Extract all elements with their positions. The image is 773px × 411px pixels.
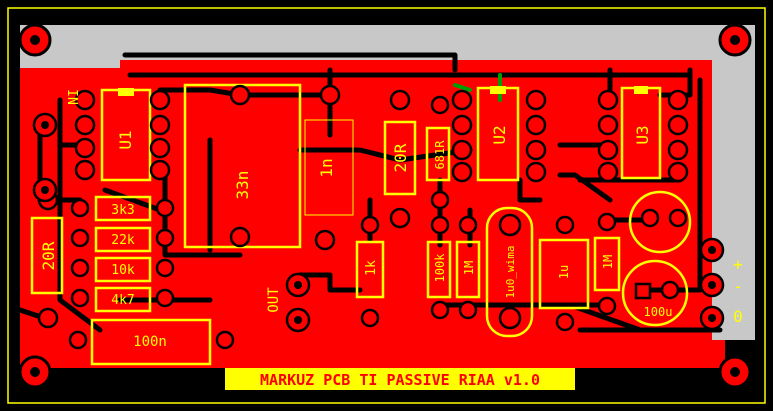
capacitor-1u0-wima: 1u0_wima (485, 206, 534, 338)
u3-label: U3 (633, 125, 652, 144)
r10k-label: 10k (111, 263, 135, 278)
mount-hole-br (718, 355, 752, 389)
c100u-label: 100u (644, 305, 673, 319)
r4k7-label: 4k7 (111, 293, 134, 308)
resistor-3k3: 3k3 (70, 195, 175, 222)
resistor-22k: 22k (70, 226, 175, 253)
r20r-left-label: 20R (39, 241, 58, 270)
resistor-1k: 1k (355, 215, 385, 328)
zero-label: 0 (733, 307, 743, 326)
capacitor-33n: 33n (183, 83, 302, 249)
input-pads: IN (32, 89, 79, 203)
resistor-10k: 10k (70, 256, 175, 283)
c1u-wima-label: 1u0_wima (504, 246, 517, 299)
capacitor-100n: 100n (68, 318, 235, 366)
power-pads: + - 0 (699, 237, 743, 331)
in-label: IN (64, 89, 79, 105)
r681r-label: 681R (433, 140, 447, 170)
mount-hole-bl (18, 355, 52, 389)
capacitor-upper-electrolytic (628, 190, 692, 254)
u2-label: U2 (490, 125, 509, 144)
r3k3-label: 3k3 (111, 203, 134, 218)
c1u-label: 1u (557, 265, 571, 279)
minus-label: - (733, 277, 743, 296)
title-strip (225, 368, 575, 390)
r1m-b-label: 1M (601, 255, 615, 269)
output-pads: OUT (266, 272, 311, 333)
resistor-1m-b: 1M (593, 212, 621, 316)
r22k-label: 22k (111, 233, 135, 248)
r100k-label: 100k (433, 253, 447, 283)
resistor-681r: 681R (425, 95, 451, 210)
ic-u1: U1 (74, 88, 171, 182)
r20r-mid-label: 20R (391, 143, 410, 172)
resistor-1m-a: 1M (455, 215, 481, 320)
capacitor-100u: 100u (621, 259, 689, 327)
u1-label: U1 (116, 130, 135, 149)
capacitor-1u: 1u (538, 215, 590, 332)
r1m-a-label: 1M (462, 261, 476, 275)
mount-hole-tr (718, 23, 752, 57)
resistor-20r-mid: 20R (383, 89, 417, 229)
out-label: OUT (266, 287, 282, 313)
resistor-100k: 100k (426, 215, 452, 320)
ic-u2: U2 (451, 86, 547, 183)
c100n-label: 100n (133, 334, 167, 350)
resistor-4k7: 4k7 (70, 286, 175, 313)
r1k-label: 1k (364, 260, 379, 276)
ground-plane (20, 25, 755, 340)
plus-label: + (733, 255, 743, 274)
board-title: MARKUZ PCB TI PASSIVE RIAA v1.0 (260, 371, 540, 389)
mount-hole-tl (18, 23, 52, 57)
ic-u3: U3 (597, 86, 689, 183)
c33n-label: 33n (233, 171, 252, 200)
c1n-label: 1n (317, 158, 336, 177)
capacitor-1n: 1n (304, 84, 354, 251)
